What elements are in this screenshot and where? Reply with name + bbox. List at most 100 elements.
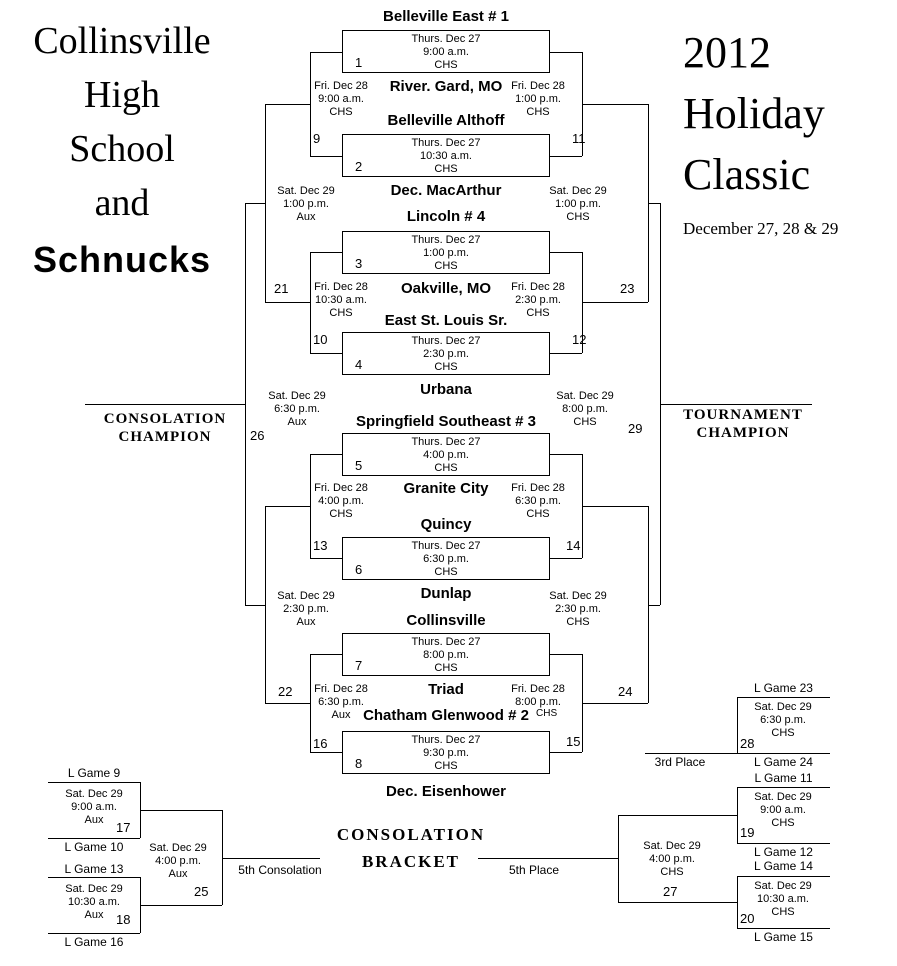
game-date: Sat. Dec 29 (277, 590, 335, 602)
game-1-box: Thurs. Dec 27 9:00 a.m. CHS 1 (342, 30, 550, 73)
feed-l-game-10: L Game 10 (64, 840, 124, 854)
game-29-schedule: Sat. Dec 29 8:00 p.m. CHS (550, 390, 620, 429)
team-slot-10: Granite City (403, 480, 489, 497)
team-slot-12: Dunlap (420, 585, 472, 602)
game-date: Fri. Dec 28 (511, 482, 565, 494)
game-time: 1:00 p.m. (555, 198, 601, 210)
event-dates: December 27, 28 & 29 (683, 219, 839, 238)
game-venue: CHS (526, 307, 550, 319)
feed-l-game-12: L Game 12 (754, 845, 813, 859)
game-time: 4:00 p.m. (318, 495, 364, 507)
bracket-line (140, 905, 222, 906)
game-5-box: Thurs. Dec 27 4:00 p.m. CHS 5 (342, 433, 550, 476)
game-time: 8:00 p.m. (515, 696, 561, 708)
game-date: Sat. Dec 29 (556, 390, 614, 402)
bracket-line (737, 876, 738, 928)
bracket-line (648, 605, 660, 606)
game-date: Thurs. Dec 27 (411, 234, 481, 246)
consolation-champion-line (85, 404, 245, 405)
bracket-line (648, 203, 660, 204)
game-date: Thurs. Dec 27 (411, 540, 481, 552)
game-3-box: Thurs. Dec 27 1:00 p.m. CHS 3 (342, 231, 550, 274)
event-title-line: 2012 (683, 28, 771, 77)
bracket-line (310, 156, 342, 157)
game-11-number: 11 (572, 131, 586, 146)
bracket-line (737, 876, 830, 877)
bracket-line (582, 703, 648, 704)
label-line: BRACKET (361, 852, 461, 871)
bracket-line (48, 877, 140, 878)
bracket-line (550, 52, 582, 53)
feed-l-game-24: L Game 24 (754, 755, 813, 769)
host-title-line: Collinsville (33, 20, 211, 62)
game-21-number: 21 (274, 281, 289, 296)
label-line: TOURNAMENT (683, 407, 803, 423)
game-17-schedule: Sat. Dec 29 9:00 a.m. Aux (59, 788, 129, 827)
bracket-line (222, 810, 223, 905)
game-venue: Aux (296, 211, 316, 223)
game-time: 10:30 a.m. (757, 893, 809, 905)
game-20-schedule: Sat. Dec 29 10:30 a.m. CHS (748, 880, 818, 919)
fifth-place-label: 5th Place (508, 863, 560, 877)
game-number: 7 (355, 658, 363, 673)
event-title-line: Classic (683, 150, 811, 199)
fifth-consolation-label: 5th Consolation (238, 863, 322, 877)
team-slot-11: Quincy (420, 516, 472, 533)
game-15-number: 15 (566, 734, 581, 749)
game-time: 10:30 a.m. (68, 896, 120, 908)
game-7-box: Thurs. Dec 27 8:00 p.m. CHS 7 (342, 633, 550, 676)
tournament-champion-label: TOURNAMENT CHAMPION (668, 406, 818, 442)
game-18-schedule: Sat. Dec 29 10:30 a.m. Aux (59, 883, 129, 922)
game-number: 3 (355, 256, 363, 271)
game-venue: CHS (660, 866, 684, 878)
game-16-number: 16 (313, 736, 328, 751)
feed-l-game-14: L Game 14 (754, 859, 813, 873)
bracket-line (245, 605, 265, 606)
game-15-schedule: Fri. Dec 28 8:00 p.m. (503, 683, 573, 709)
game-date: Sat. Dec 29 (65, 788, 123, 800)
game-venue: CHS (329, 508, 353, 520)
bracket-line (648, 506, 649, 703)
bracket-line (265, 104, 310, 105)
game-18-number: 18 (116, 912, 131, 927)
host-title-line: and (94, 182, 150, 224)
tournament-champion-line (660, 404, 812, 405)
game-23-number: 23 (620, 281, 635, 296)
host-title-line: School (69, 128, 175, 170)
game-15-venue: CHS (536, 708, 558, 719)
bracket-line (310, 252, 342, 253)
game-venue: Aux (331, 709, 351, 721)
game-time: 9:00 a.m. (71, 801, 117, 813)
consolation-champion-label: CONSOLATION CHAMPION (85, 410, 245, 446)
third-place-line (645, 753, 830, 754)
game-venue: CHS (434, 361, 458, 373)
team-slot-8: Urbana (420, 381, 472, 398)
game-22-schedule: Sat. Dec 29 2:30 p.m. Aux (271, 590, 341, 629)
game-date: Thurs. Dec 27 (411, 636, 481, 648)
game-venue: Aux (296, 616, 316, 628)
game-time: 10:30 a.m. (420, 150, 472, 162)
host-title-line: High (84, 74, 160, 116)
game-time: 2:30 p.m. (515, 294, 561, 306)
feed-l-game-16: L Game 16 (64, 935, 124, 949)
bracket-line (310, 454, 342, 455)
game-number: 2 (355, 159, 363, 174)
game-time: 6:30 p.m. (760, 714, 806, 726)
game-time: 4:00 p.m. (423, 449, 469, 461)
label-line: CHAMPION (118, 429, 212, 445)
game-time: 1:00 p.m. (423, 247, 469, 259)
game-25-schedule: Sat. Dec 29 4:00 p.m. Aux (143, 842, 213, 881)
game-date: Sat. Dec 29 (277, 185, 335, 197)
game-date: Fri. Dec 28 (511, 281, 565, 293)
bracket-line (737, 697, 830, 698)
game-date: Thurs. Dec 27 (411, 33, 481, 45)
game-number: 8 (355, 756, 363, 771)
game-16-schedule: Fri. Dec 28 6:30 p.m. Aux (306, 683, 376, 722)
game-time: 10:30 a.m. (315, 294, 367, 306)
feed-l-game-11: L Game 11 (754, 771, 813, 785)
bracket-line (245, 203, 265, 204)
game-19-number: 19 (740, 825, 755, 840)
bracket-line (265, 506, 266, 703)
game-time: 1:00 p.m. (515, 93, 561, 105)
